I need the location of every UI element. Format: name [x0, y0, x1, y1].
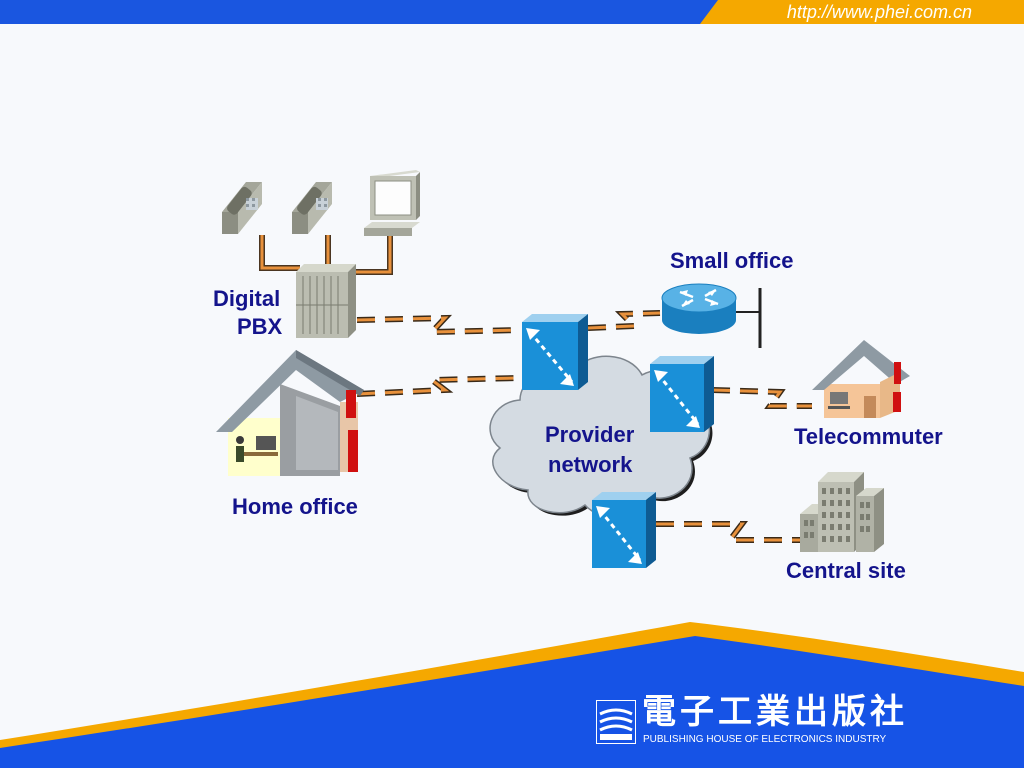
publisher-logo-icon [596, 700, 636, 744]
pbx-icon [296, 264, 356, 338]
home-office-label: Home office [232, 494, 358, 519]
footer-wave [0, 622, 1024, 768]
telephone-icon [292, 182, 332, 234]
publisher-name-chinese: 電子工業出版社 [642, 692, 908, 732]
pbx-cables [259, 235, 393, 275]
wan-links [356, 310, 812, 543]
small-office-label: Small office [670, 248, 794, 273]
router-icon [661, 283, 762, 348]
central-site-label: Central site [786, 558, 906, 583]
switch-icon [522, 314, 588, 390]
header-url[interactable]: http://www.phei.com.cn [786, 2, 972, 22]
home-office-icon [216, 350, 364, 476]
telecommuter-label: Telecommuter [794, 424, 943, 449]
building-icon [800, 472, 884, 552]
provider-network-label-line2: network [548, 452, 633, 477]
switch-icon [650, 356, 714, 432]
digital-pbx-label-line2: PBX [237, 314, 283, 339]
telephone-icon [222, 182, 262, 234]
publisher-name-english: PUBLISHING HOUSE OF ELECTRONICS INDUSTRY [643, 734, 887, 745]
header-bar [0, 0, 1024, 24]
computer-icon [364, 170, 420, 236]
digital-pbx-label-line1: Digital [213, 286, 281, 311]
switch-icon [592, 492, 656, 568]
provider-network-label-line1: Provider [545, 422, 635, 447]
house-icon [812, 340, 910, 418]
